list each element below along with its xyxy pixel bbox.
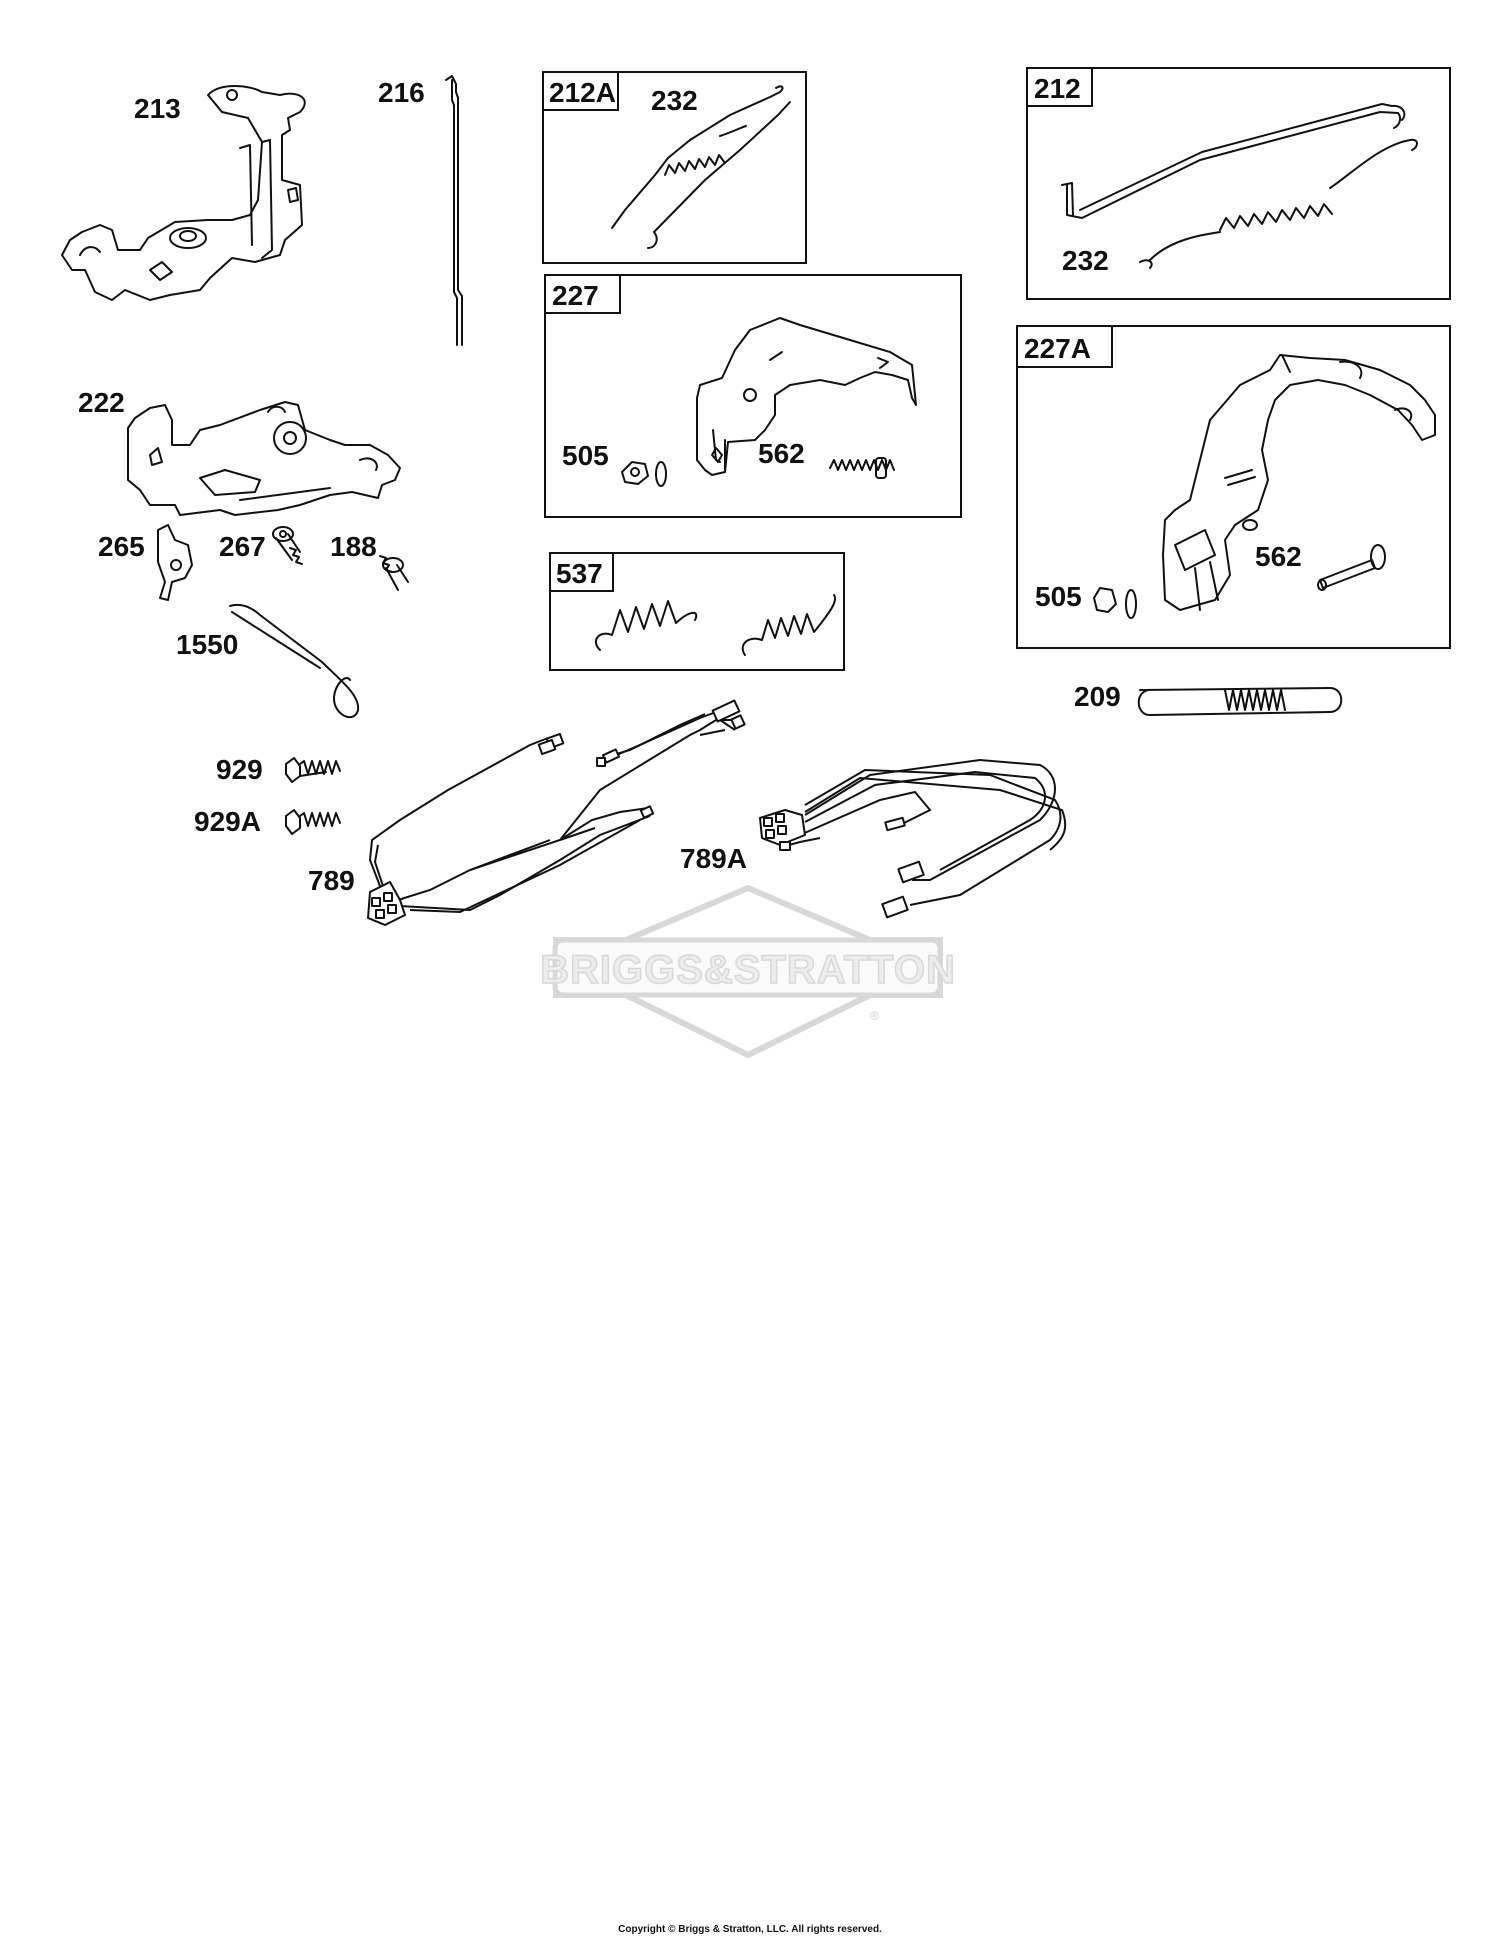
part-216-rod [445, 75, 463, 346]
copyright-notice: Copyright © Briggs & Stratton, LLC. All … [618, 1924, 882, 1935]
label-227: 227 [552, 280, 599, 311]
label-929A: 929A [194, 806, 261, 837]
label-789: 789 [308, 865, 355, 896]
label-213: 213 [134, 93, 181, 124]
part-929-bolt [285, 757, 341, 783]
label-227-562: 562 [758, 438, 805, 469]
label-227A-505: 505 [1035, 581, 1082, 612]
spring-icon [741, 594, 837, 656]
box-537: 537 [549, 552, 845, 671]
part-213-bracket [61, 85, 306, 301]
part-929A-bolt [285, 809, 341, 835]
washer-icon [1125, 589, 1137, 619]
label-212A: 212A [549, 77, 616, 108]
label-212-232: 232 [1062, 245, 1109, 276]
label-267: 267 [219, 531, 266, 562]
label-929: 929 [216, 754, 263, 785]
part-209-spring [1137, 687, 1343, 716]
part-265-clip [157, 524, 193, 601]
connector-icon [759, 809, 806, 846]
part-789A-harness [759, 758, 1067, 919]
label-1550: 1550 [176, 629, 238, 660]
label-216: 216 [378, 77, 425, 108]
label-265: 265 [98, 531, 145, 562]
screw-icon [829, 457, 895, 479]
nut-icon [1093, 587, 1117, 613]
label-188: 188 [330, 531, 377, 562]
label-537: 537 [556, 558, 603, 589]
pin-icon [1317, 544, 1386, 591]
label-227A-562: 562 [1255, 541, 1302, 572]
spring-icon [664, 154, 726, 176]
box-227: 227 505 562 [544, 274, 962, 518]
watermark-text: BRIGGS&STRATTON [540, 948, 956, 992]
part-789-harness [367, 699, 746, 926]
part-188-screw [379, 555, 409, 591]
part-1550-link [229, 603, 360, 719]
label-227A: 227A [1024, 333, 1091, 364]
label-212: 212 [1034, 73, 1081, 104]
connector-icon [367, 881, 406, 926]
label-227-505: 505 [562, 440, 609, 471]
part-267-screw [272, 526, 303, 565]
label-222: 222 [78, 387, 125, 418]
box-212A: 212A 232 [542, 71, 807, 264]
label-789A: 789A [680, 843, 747, 874]
washer-icon [655, 461, 667, 487]
box-227A: 227A 505 562 [1016, 325, 1451, 649]
nut-icon [621, 461, 649, 485]
briggs-stratton-watermark: BRIGGS&STRATTON ® [539, 884, 956, 1059]
spring-icon [594, 600, 698, 651]
label-212A-232: 232 [651, 85, 698, 116]
watermark-registered: ® [870, 1009, 879, 1023]
part-222-control [127, 401, 401, 516]
label-209: 209 [1074, 681, 1121, 712]
box-212: 212 232 [1026, 67, 1451, 300]
spring-icon [1219, 203, 1333, 231]
